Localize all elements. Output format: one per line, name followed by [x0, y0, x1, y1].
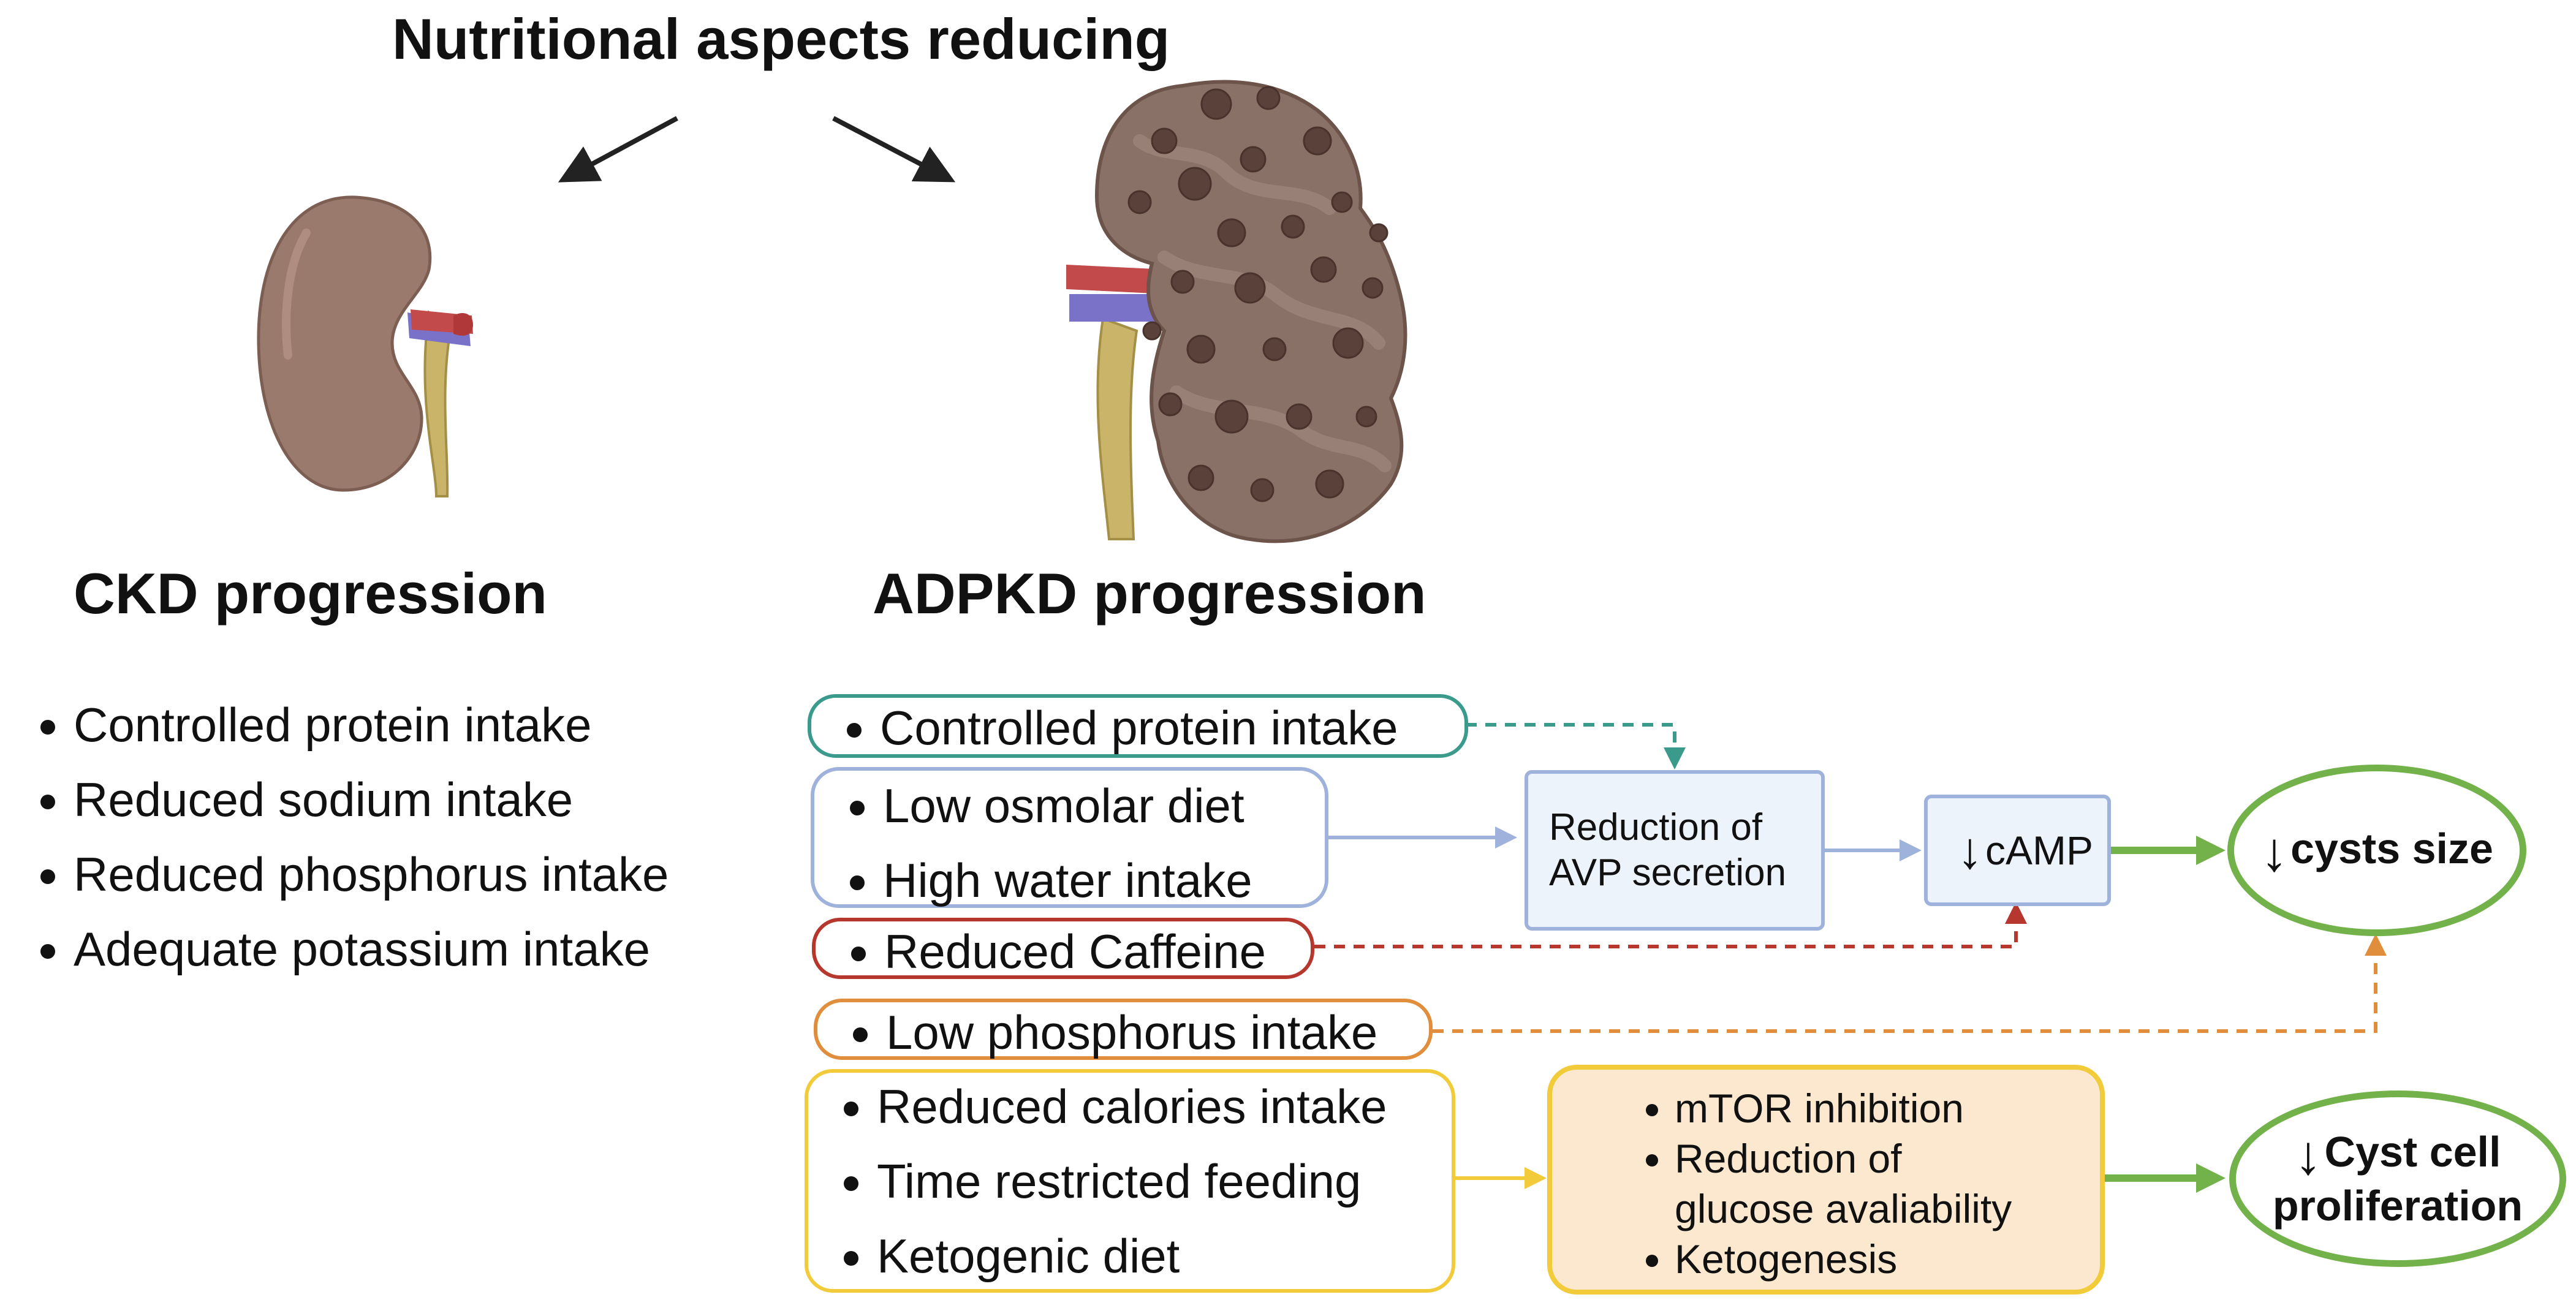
cysts-size-outcome: ↓cysts size	[2227, 765, 2526, 936]
polycystic-kidney-illustration	[1066, 80, 1407, 543]
mtor-box: mTOR inhibition Reduction of glucose aval…	[1547, 1065, 2105, 1295]
adpkd-item: Low osmolar diet	[883, 768, 1325, 843]
adpkd-item: Time restricted feeding	[877, 1144, 1452, 1219]
ckd-item: Reduced phosphorus intake	[74, 837, 669, 912]
adpkd-item: Low phosphorus intake	[886, 995, 1429, 1070]
avp-reduction-box: Reduction of AVP secretion	[1525, 770, 1825, 931]
ckd-item: Adequate potassium intake	[74, 912, 669, 986]
mtor-item: mTOR inhibition	[1675, 1083, 2100, 1133]
protein-box: Controlled protein intake	[808, 694, 1468, 758]
proliferation-outcome: ↓Cyst cell proliferation	[2229, 1091, 2566, 1267]
proliferation-label: Cyst cell	[2324, 1128, 2501, 1176]
avp-line: Reduction of	[1549, 806, 1763, 849]
connector-caffeine-to-camp	[1314, 902, 2027, 948]
phosphorus-box: Low phosphorus intake	[814, 999, 1433, 1060]
mtor-item-text: Reduction of	[1675, 1136, 1902, 1181]
osmolar-box: Low osmolar diet High water intake	[811, 767, 1328, 908]
ckd-item: Reduced sodium intake	[74, 762, 669, 837]
camp-label: cAMP	[1985, 828, 2094, 873]
avp-line: AVP secretion	[1549, 852, 1787, 894]
down-arrow-icon: ↓	[2294, 1124, 2322, 1186]
down-arrow-icon: ↓	[1957, 822, 1983, 879]
cysts-size-label: cysts size	[2290, 825, 2493, 873]
adpkd-item: Reduced calories intake	[877, 1069, 1452, 1144]
arrow-to-ckd	[558, 116, 678, 183]
down-arrow-icon: ↓	[2260, 821, 2289, 883]
camp-box: ↓ cAMP	[1924, 795, 2111, 906]
mtor-item: Reduction of glucose avaliability	[1675, 1133, 2100, 1234]
connector-phosphorus-to-cysts	[1433, 934, 2387, 1033]
normal-kidney-illustration	[257, 195, 473, 497]
ckd-item: Controlled protein intake	[74, 687, 669, 762]
adpkd-item: High water intake	[883, 843, 1325, 918]
proliferation-label: proliferation	[2272, 1181, 2523, 1230]
calories-box: Reduced calories intake Time restricted …	[805, 1069, 1455, 1293]
adpkd-item: Ketogenic diet	[877, 1219, 1452, 1293]
adpkd-item: Reduced Caffeine	[884, 914, 1311, 989]
arrow-to-adpkd	[832, 116, 956, 183]
diagram-title: Nutritional aspects reducing	[392, 7, 1170, 71]
caffeine-box: Reduced Caffeine	[812, 918, 1314, 979]
mtor-item: Ketogenesis	[1675, 1234, 2100, 1284]
mtor-item-text: glucose avaliability	[1675, 1186, 2012, 1231]
ckd-heading: CKD progression	[74, 561, 547, 626]
adpkd-item: Controlled protein intake	[880, 690, 1464, 765]
connector-protein-to-avp	[1466, 723, 1686, 769]
ckd-list: Controlled protein intake Reduced sodium…	[18, 687, 669, 986]
adpkd-heading: ADPKD progression	[873, 561, 1426, 626]
